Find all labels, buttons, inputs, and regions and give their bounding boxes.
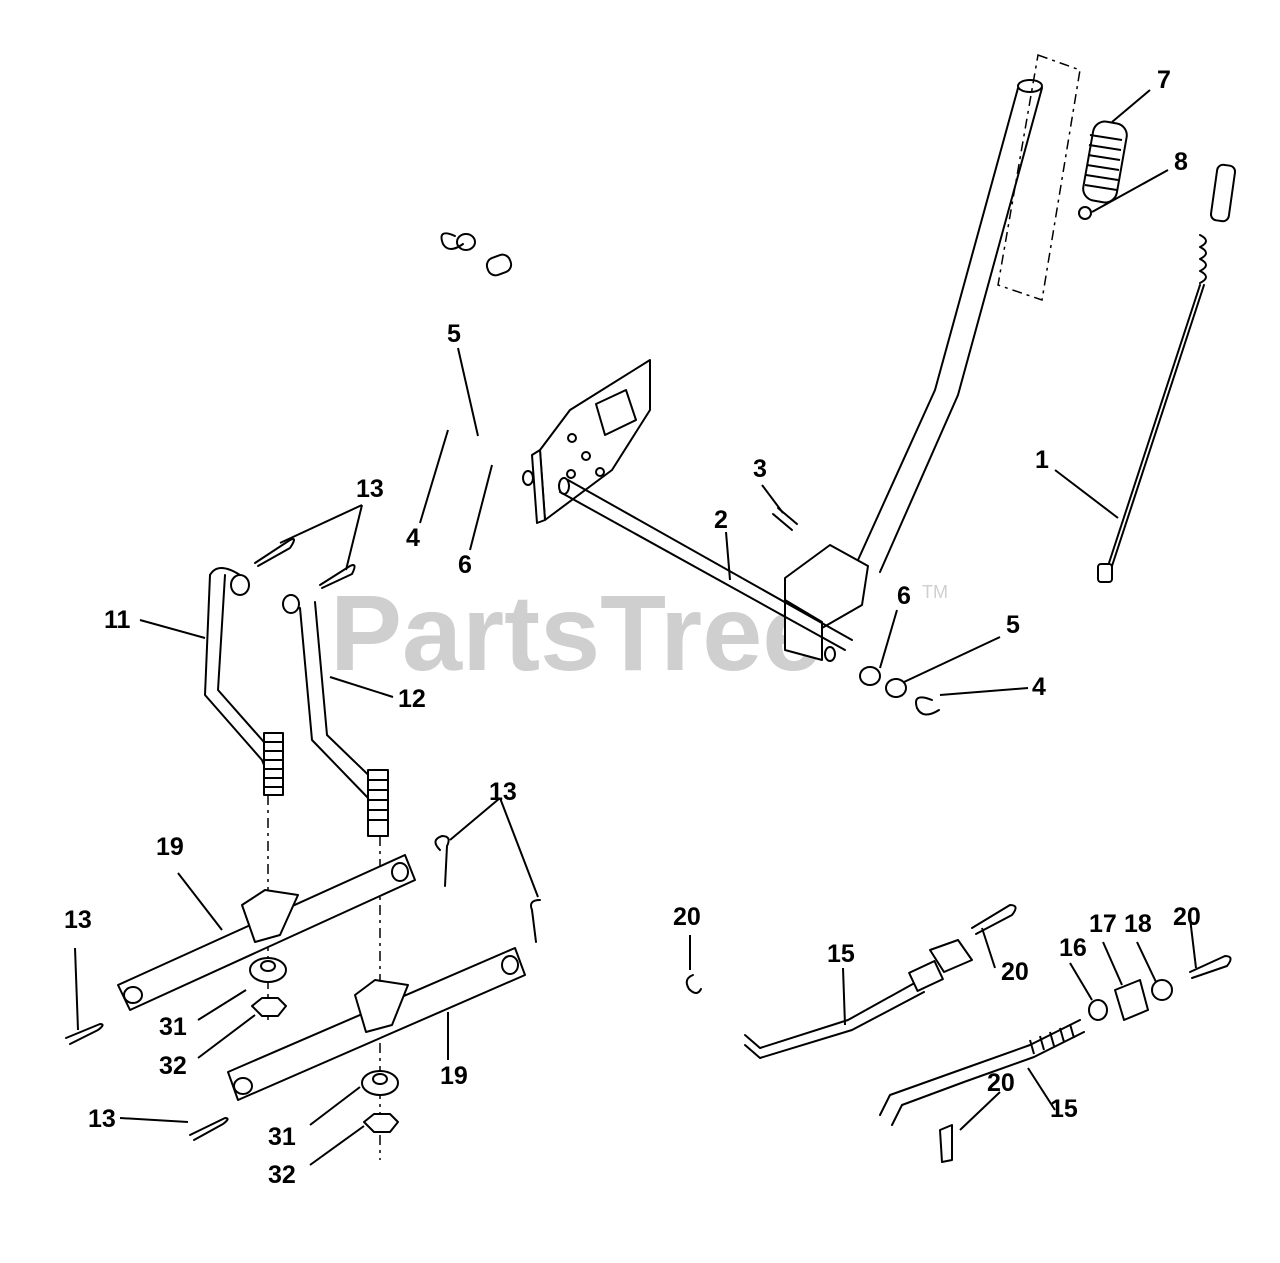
callout-4: 4 <box>406 524 420 552</box>
callout-20: 20 <box>673 903 701 931</box>
callout-5: 5 <box>447 320 461 348</box>
callout-13: 13 <box>64 906 92 934</box>
washer-18 <box>1151 979 1173 1001</box>
hairpin-clips-13 <box>65 538 541 1141</box>
pin-3 <box>772 507 798 531</box>
mounting-plate <box>531 359 651 524</box>
knob-8 <box>1078 206 1092 220</box>
callout-16: 16 <box>1059 934 1087 962</box>
lift-arm-19-lower <box>227 947 526 1101</box>
callout-15: 15 <box>827 940 855 968</box>
callout-32: 32 <box>159 1052 187 1080</box>
callout-13: 13 <box>489 778 517 806</box>
handle-bracket <box>784 544 869 661</box>
callout-17: 17 <box>1089 910 1117 938</box>
callout-13: 13 <box>88 1105 116 1133</box>
spring-7 <box>1082 120 1128 204</box>
cable-1 <box>1097 163 1237 583</box>
lift-arm-19-upper <box>117 854 416 1011</box>
nut-16 <box>1088 999 1108 1021</box>
callout-4: 4 <box>1032 673 1046 701</box>
callout-12: 12 <box>398 685 426 713</box>
nut-32-upper <box>251 997 287 1017</box>
watermark-trademark: TM <box>922 582 948 602</box>
clips-20 <box>685 904 1232 1163</box>
callout-2: 2 <box>714 506 728 534</box>
callout-20: 20 <box>987 1069 1015 1097</box>
hanger-link-12-thread <box>367 769 389 837</box>
leader-lines <box>74 89 1197 1166</box>
right-shaft-hardware <box>859 666 940 716</box>
callout-11: 11 <box>104 606 131 634</box>
linkage-rod-15-upper <box>744 939 973 1059</box>
spacer-31-lower <box>361 1070 399 1096</box>
callout-3: 3 <box>753 455 767 483</box>
callout-1: 1 <box>1035 446 1049 474</box>
callout-32: 32 <box>268 1161 296 1189</box>
lift-shaft-2 <box>522 470 853 662</box>
callout-6: 6 <box>458 551 472 579</box>
hanger-link-12 <box>282 594 387 801</box>
grip-sleeve <box>997 53 1081 301</box>
callout-15: 15 <box>1050 1095 1078 1123</box>
linkage-rod-15-lower <box>879 1019 1085 1126</box>
spacer-31-upper <box>249 957 287 983</box>
callout-20: 20 <box>1001 958 1029 986</box>
left-shaft-hardware <box>440 232 513 277</box>
callout-5: 5 <box>1006 611 1020 639</box>
callout-19: 19 <box>440 1062 468 1090</box>
hanger-link-11-thread <box>263 732 284 796</box>
callout-20: 20 <box>1173 903 1201 931</box>
callout-18: 18 <box>1124 910 1152 938</box>
nut-32-lower <box>363 1113 399 1133</box>
callout-31: 31 <box>159 1013 187 1041</box>
callout-6: 6 <box>897 582 911 610</box>
lift-handle <box>857 79 1043 573</box>
block-17 <box>1114 979 1149 1021</box>
callout-8: 8 <box>1174 148 1188 176</box>
watermark: PartsTree <box>330 572 822 693</box>
callout-19: 19 <box>156 833 184 861</box>
callout-7: 7 <box>1157 66 1171 94</box>
callout-31: 31 <box>268 1123 296 1151</box>
callout-labels: 7 8 5 3 1 4 6 2 13 11 12 6 5 4 13 19 13 … <box>64 66 1201 1189</box>
callout-13: 13 <box>356 475 384 503</box>
